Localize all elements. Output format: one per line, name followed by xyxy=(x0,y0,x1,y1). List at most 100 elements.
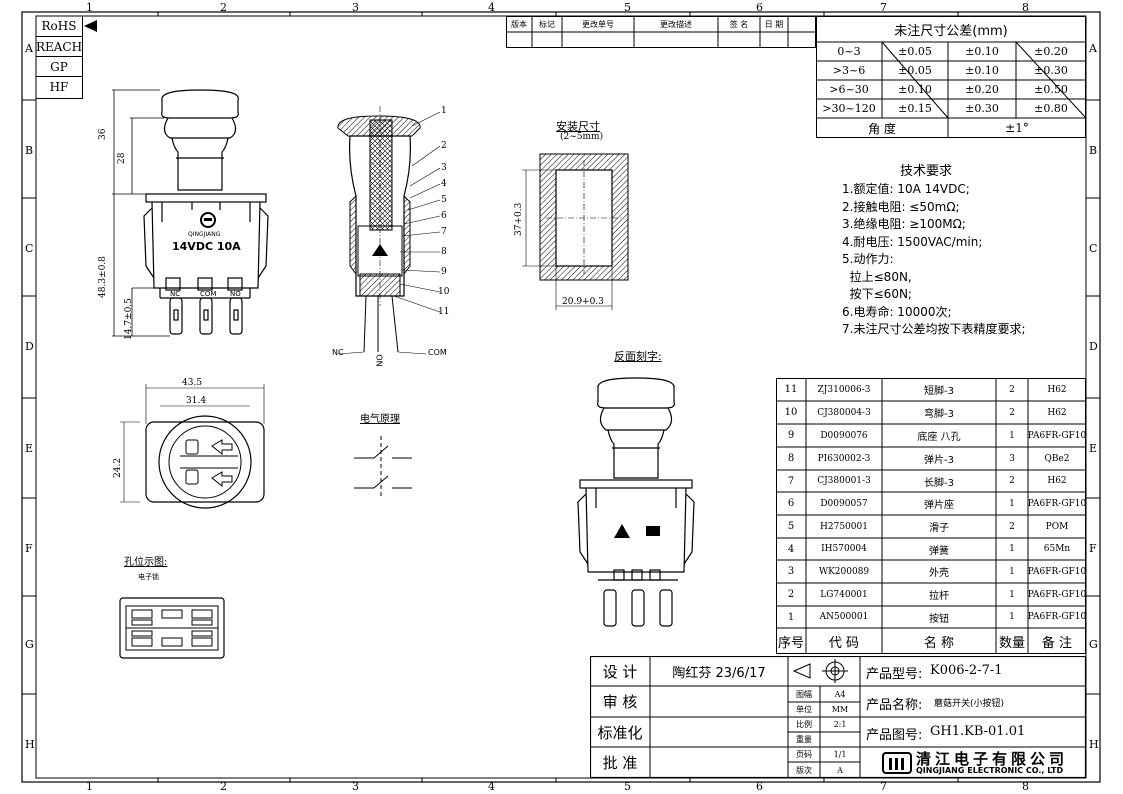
title-block: 设 计 陶红芬 23/6/17 审 核 标准化 批 准 图幅 A4 单位 MM … xyxy=(590,656,1086,778)
section-terminal-nc: NC xyxy=(332,348,344,357)
drawing-no-value: GH1.KB-01.01 xyxy=(930,724,1026,739)
bom-name: 外壳 xyxy=(929,568,949,579)
bom-name: 弹簧 xyxy=(929,545,949,557)
bom-name: 长脚-3 xyxy=(924,477,954,489)
bom-code: IH570004 xyxy=(821,544,867,554)
bom-qty: 2 xyxy=(1009,476,1015,486)
bom-name: 弯脚-3 xyxy=(924,409,954,420)
section-terminal-com: COM xyxy=(428,348,447,357)
bom-remark: PA6FR-GF10 xyxy=(1028,566,1086,577)
row-label: B xyxy=(1089,144,1098,157)
tech-line: 6.电寿命: 10000次; xyxy=(842,304,952,319)
bom-qty: 2 xyxy=(1009,407,1015,418)
bom-header-code: 代 码 xyxy=(828,635,860,651)
product-name-value: 蘑菇开关(小按钮) xyxy=(934,699,1005,709)
mount-title: 安装尺寸 xyxy=(556,120,600,133)
callout-5: 5 xyxy=(441,195,447,205)
tol-value: ±0.50 xyxy=(1034,83,1068,96)
col-label: 8 xyxy=(1022,780,1029,793)
row-label: G xyxy=(1089,638,1098,651)
bottom-dim-outer: 43.5 xyxy=(182,378,203,388)
col-label: 1 xyxy=(86,1,93,14)
hole-diagram xyxy=(119,597,225,659)
row-label: E xyxy=(25,442,34,455)
mount-dim-height: 37+0.3 xyxy=(514,202,524,236)
row-label: F xyxy=(1089,542,1097,555)
bom-no: 7 xyxy=(787,475,795,487)
callout-2: 2 xyxy=(441,141,447,151)
section-terminal-no: NO xyxy=(375,354,385,367)
callout-11: 11 xyxy=(438,307,450,317)
rohs-label: RoHS xyxy=(36,16,82,37)
row-label: E xyxy=(1089,442,1098,455)
bom-name: 弹片座 xyxy=(924,500,954,511)
design-label: 设 计 xyxy=(602,662,638,681)
bom-code: LG740001 xyxy=(820,589,868,600)
rev-change-desc-header: 更改描述 xyxy=(660,19,692,29)
mini-label: 比例 xyxy=(796,720,812,729)
tol-value: ±0.15 xyxy=(898,102,932,115)
col-label: 6 xyxy=(756,1,763,14)
mini-label: 单位 xyxy=(796,705,812,714)
mini-label: 重量 xyxy=(796,735,812,744)
design-value: 陶红芬 23/6/17 xyxy=(672,665,766,681)
bom-no: 3 xyxy=(787,566,795,577)
row-label: H xyxy=(25,738,35,751)
schematic-drawing xyxy=(354,436,412,498)
front-label-brand: QINGJIANG xyxy=(188,231,221,238)
bottom-view-drawing xyxy=(120,384,265,509)
compliance-box: RoHS REACH GP HF xyxy=(36,16,83,99)
tech-line: 1.额定值: 10A 14VDC; xyxy=(842,182,970,196)
angle-label: 角 度 xyxy=(868,121,896,136)
product-model-value: K006-2-7-1 xyxy=(930,663,1003,678)
mount-dim-width: 20.9+0.3 xyxy=(562,297,604,307)
col-label: 4 xyxy=(488,1,495,14)
mini-label: 图幅 xyxy=(796,689,812,699)
direction-arrow-icon xyxy=(84,20,97,32)
col-label: 6 xyxy=(756,780,763,793)
dim-48: 48.3±0.8 xyxy=(98,256,108,298)
bom-no: 6 xyxy=(787,498,795,509)
bom-code: D0090057 xyxy=(820,498,868,509)
col-label: 3 xyxy=(352,780,359,793)
tech-requirements: 技术要求 1.额定值: 10A 14VDC; 2.接触电阻: ≤50mΩ; 3.… xyxy=(842,160,1082,339)
mini-value xyxy=(820,732,860,747)
rev-date-header: 日 期 xyxy=(764,19,784,29)
bom-no: 1 xyxy=(787,611,795,623)
tol-range: >30~120 xyxy=(822,102,876,115)
tol-value: ±0.10 xyxy=(965,64,999,77)
tolerance-title: 未注尺寸公差(mm) xyxy=(894,23,1008,39)
row-label: C xyxy=(1089,242,1098,255)
tol-value: ±0.80 xyxy=(1034,102,1068,115)
rev-mark-header: 标记 xyxy=(539,19,555,29)
revision-block: 版本 标记 更改单号 更改描述 签 名 日 期 xyxy=(506,16,816,48)
bom-remark: 65Mn xyxy=(1043,544,1071,554)
callout-9: 9 xyxy=(441,267,447,277)
front-label-rating: 14VDC 10A xyxy=(172,240,241,253)
bom-remark: H62 xyxy=(1047,407,1067,418)
col-label: 7 xyxy=(880,1,887,14)
tol-range: >6~30 xyxy=(829,83,869,96)
rev-change-no-header: 更改单号 xyxy=(582,19,614,29)
bom-no: 11 xyxy=(784,384,798,395)
tol-value: ±0.05 xyxy=(898,64,932,77)
mini-label: 版次 xyxy=(796,765,812,775)
bottom-dim-side: 24.2 xyxy=(113,457,123,478)
mount-cutout-drawing xyxy=(522,153,629,310)
tol-value: ±0.20 xyxy=(1034,45,1068,58)
row-label: G xyxy=(25,638,34,651)
bom-qty: 3 xyxy=(1009,453,1015,464)
tol-value: ±0.10 xyxy=(898,83,932,96)
tolerance-table: 未注尺寸公差(mm) 0~3 ±0.05 ±0.10 ±0.20 >3~6 ±0… xyxy=(816,16,1086,138)
dim-14: 14.7±0.5 xyxy=(124,298,134,340)
row-label: C xyxy=(25,242,34,255)
tech-line: 2.接触电阻: ≤50mΩ; xyxy=(842,199,960,214)
bom-code: AN500001 xyxy=(819,612,869,622)
bom-code: D0090076 xyxy=(820,430,868,441)
bom-remark: PA6FR-GF10 xyxy=(1028,498,1086,509)
row-label: A xyxy=(25,42,33,55)
bom-code: WK200089 xyxy=(818,566,870,577)
tech-title: 技术要求 xyxy=(900,164,953,179)
callout-1: 1 xyxy=(441,106,447,116)
mini-label: 页码 xyxy=(796,750,812,759)
